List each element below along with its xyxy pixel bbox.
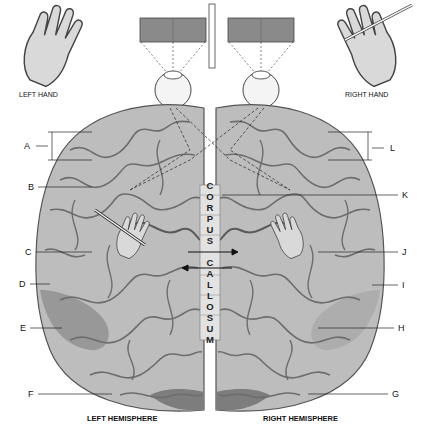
- hand-caption: LEFT HAND: [19, 91, 58, 98]
- callout-letter: F: [28, 390, 34, 399]
- callout-letter: I: [402, 281, 405, 290]
- callout-letter: J: [402, 248, 407, 257]
- callout-letter: E: [20, 324, 26, 333]
- callout-letter: G: [392, 390, 399, 399]
- callout-letter: L: [390, 144, 395, 153]
- hemisphere-caption: LEFT HEMISPHERE: [87, 415, 157, 423]
- hemisphere-caption: RIGHT HEMISPHERE: [263, 415, 338, 423]
- callout-letter: B: [28, 183, 34, 192]
- hand-caption: RIGHT HAND: [345, 91, 388, 98]
- callout-letter: K: [402, 191, 408, 200]
- callout-letter: C: [25, 248, 32, 257]
- structure-name: CORPUS CALLOSUM: [205, 180, 215, 345]
- callout-letter: H: [398, 324, 405, 333]
- callout-letter: D: [19, 280, 26, 289]
- callout-letter: A: [24, 142, 30, 151]
